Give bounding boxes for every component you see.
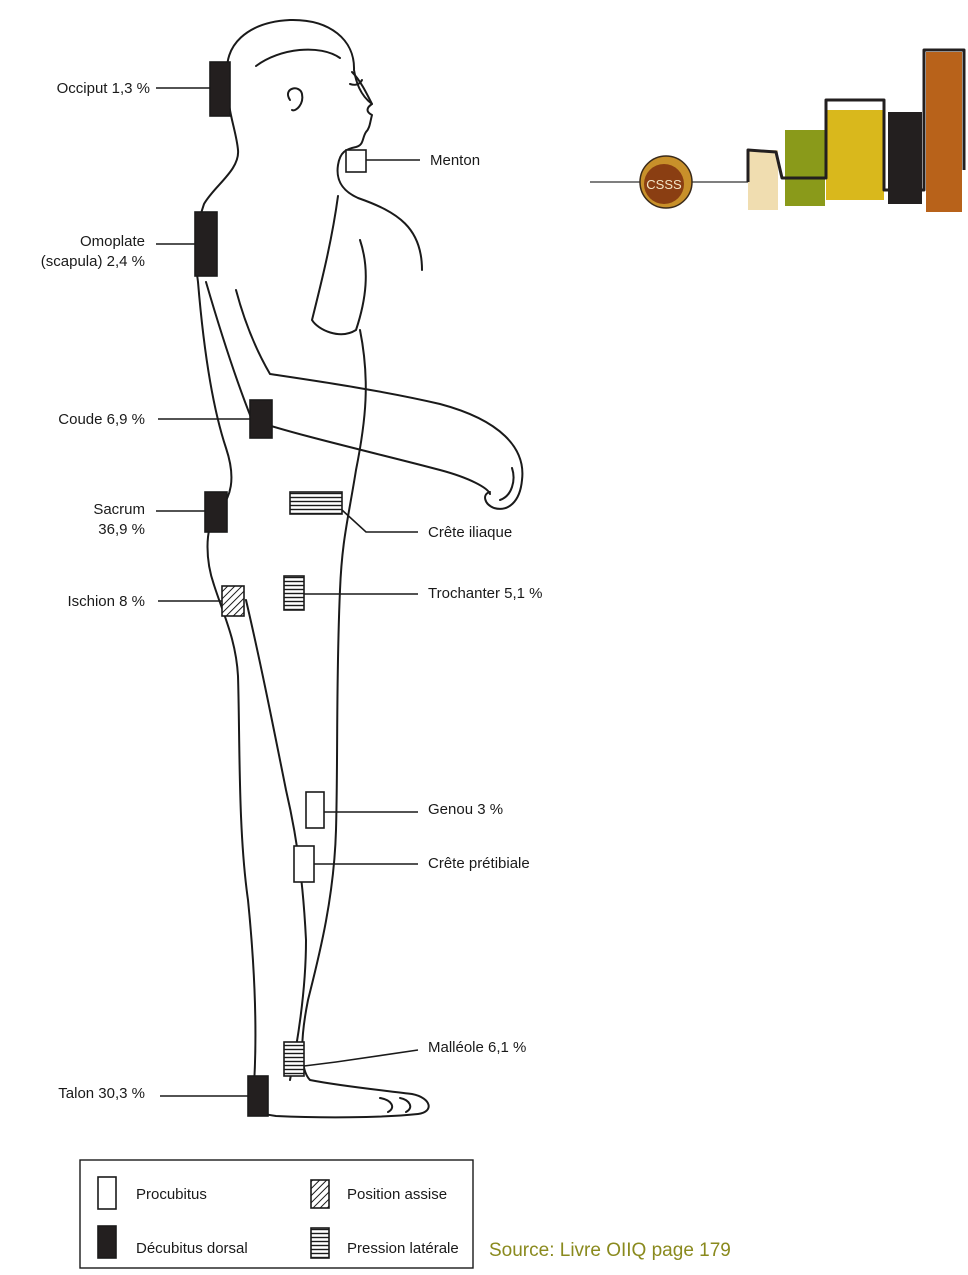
legend-swatch-pression-laterale: [311, 1228, 329, 1258]
logo-bar-cream: [748, 150, 778, 210]
label-occiput: Occiput 1,3 %: [57, 80, 150, 97]
body-outline: [196, 20, 522, 1117]
legend-label-procubitus: Procubitus: [136, 1186, 207, 1203]
label-menton: Menton: [430, 152, 480, 169]
label-coude: Coude 6,9 %: [58, 411, 145, 428]
label-genou: Genou 3 %: [428, 801, 503, 818]
label-talon: Talon 30,3 %: [58, 1085, 145, 1102]
label-omoplate-line2: (scapula) 2,4 %: [41, 253, 145, 270]
logo-bar-olive: [785, 130, 825, 206]
marker-malleole: [284, 1042, 304, 1076]
logo-bar-orange: [926, 52, 962, 212]
marker-omoplate: [195, 212, 217, 276]
marker-crete-iliaque: [290, 492, 342, 514]
marker-ischion: [222, 586, 244, 616]
legend-label-decubitus-dorsal: Décubitus dorsal: [136, 1240, 248, 1257]
marker-occiput: [210, 62, 230, 116]
csss-logo: CSSS: [590, 50, 964, 212]
marker-crete-pretibiale: [294, 846, 314, 882]
logo-text: CSSS: [646, 177, 682, 192]
label-sacrum-line1: Sacrum: [93, 501, 145, 518]
label-trochanter: Trochanter 5,1 %: [428, 585, 543, 602]
label-malleole: Malléole 6,1 %: [428, 1039, 526, 1056]
legend-swatch-procubitus: [98, 1177, 116, 1209]
legend-label-position-assise: Position assise: [347, 1186, 447, 1203]
marker-coude: [250, 400, 272, 438]
legend-swatch-position-assise: [311, 1180, 329, 1208]
legend-swatch-decubitus-dorsal: [98, 1226, 116, 1258]
label-ischion: Ischion 8 %: [67, 593, 145, 610]
label-sacrum-line2: 36,9 %: [98, 521, 145, 538]
source-caption: Source: Livre OIIQ page 179: [489, 1240, 731, 1262]
marker-menton: [346, 150, 366, 172]
marker-trochanter: [284, 576, 304, 610]
marker-talon: [248, 1076, 268, 1116]
legend: Procubitus Décubitus dorsal Position ass…: [80, 1160, 473, 1268]
label-crete-iliaque: Crête iliaque: [428, 524, 512, 541]
logo-bar-yellow: [826, 110, 884, 200]
marker-genou: [306, 792, 324, 828]
label-crete-pretibiale: Crête prétibiale: [428, 855, 530, 872]
legend-label-pression-laterale: Pression latérale: [347, 1240, 459, 1257]
marker-sacrum: [205, 492, 227, 532]
label-omoplate-line1: Omoplate: [80, 233, 145, 250]
